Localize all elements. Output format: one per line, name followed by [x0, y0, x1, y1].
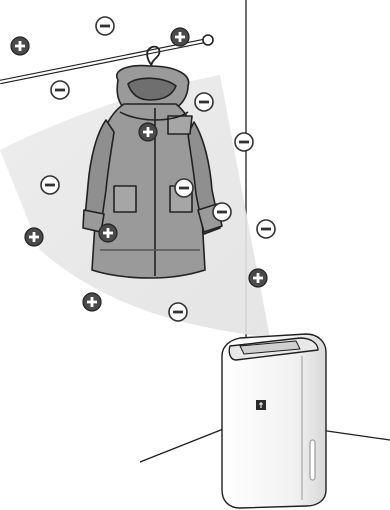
coat-left-pocket: [114, 186, 136, 212]
negative-ion-icon: [257, 220, 275, 238]
appliance-handle: [310, 440, 315, 480]
negative-ion-icon: [96, 17, 114, 35]
positive-ion-icon: [249, 269, 267, 287]
negative-ion-icon: [175, 179, 193, 197]
negative-ion-icon: [169, 303, 187, 321]
positive-ion-icon: [139, 123, 157, 141]
logo-icon: [256, 400, 266, 410]
appliance: [222, 334, 326, 508]
negative-ion-icon: [195, 93, 213, 111]
positive-ion-icon: [99, 224, 117, 242]
positive-ion-icon: [83, 293, 101, 311]
negative-ion-icon: [51, 81, 69, 99]
positive-ion-icon: [11, 37, 29, 55]
negative-ion-icon: [41, 176, 59, 194]
negative-ion-icon: [213, 203, 231, 221]
positive-ion-icon: [25, 228, 43, 246]
negative-ion-icon: [235, 133, 253, 151]
positive-ion-icon: [171, 28, 189, 46]
floor-right-line: [320, 430, 390, 440]
rod-end-cap: [203, 35, 213, 45]
